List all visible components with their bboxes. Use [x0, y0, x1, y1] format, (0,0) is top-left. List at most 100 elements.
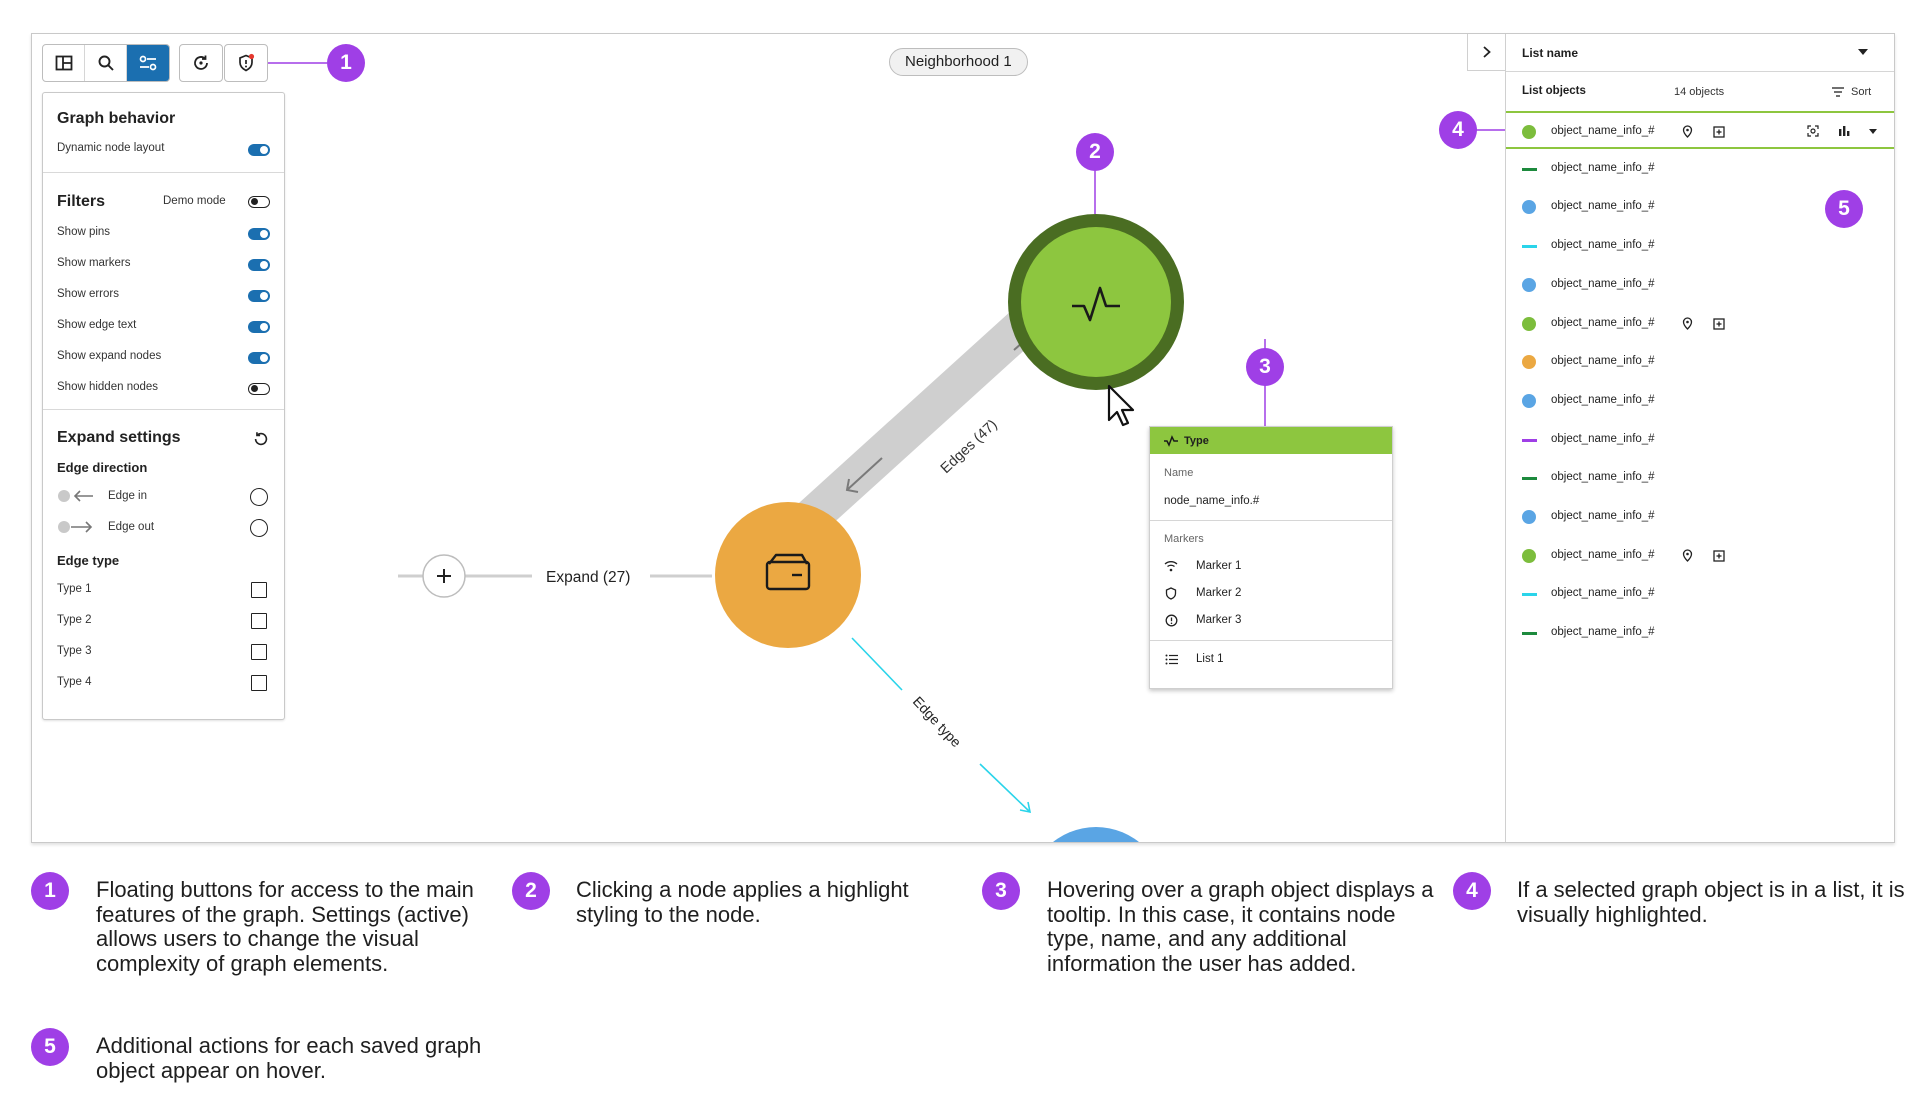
- shield-icon: [1165, 587, 1177, 600]
- chevron-right-icon: [1482, 46, 1491, 58]
- list-item-label: object_name_info_#: [1551, 200, 1655, 213]
- list-item[interactable]: object_name_info_#: [1506, 382, 1894, 420]
- expand-label[interactable]: Expand (27): [546, 569, 630, 586]
- activity-icon: [1072, 286, 1120, 322]
- callout-5: 5: [1825, 190, 1863, 228]
- filter-show-hidden-nodes-label: Show hidden nodes: [57, 381, 159, 393]
- demo-mode-toggle[interactable]: [248, 196, 270, 208]
- settings-panel: Graph behavior Dynamic node layout Filte…: [42, 92, 285, 720]
- list-item-label: object_name_info_#: [1551, 471, 1655, 484]
- divider: [1150, 640, 1392, 641]
- edge-in-radio[interactable]: [250, 488, 268, 506]
- list-item[interactable]: object_name_info_#: [1506, 343, 1894, 381]
- pin-icon[interactable]: [1682, 125, 1693, 138]
- refresh-button[interactable]: [180, 45, 222, 81]
- list-item[interactable]: object_name_info_#: [1506, 227, 1894, 265]
- add-to-graph-icon[interactable]: [1713, 317, 1725, 330]
- filter-show-errors-toggle[interactable]: [248, 290, 270, 302]
- note-5-badge: 5: [31, 1028, 69, 1066]
- alert-circle-icon: [1165, 614, 1178, 627]
- neighborhood-label[interactable]: Neighborhood 1: [889, 48, 1028, 76]
- refresh-icon: [194, 55, 208, 70]
- add-to-graph-icon[interactable]: [1713, 126, 1725, 138]
- list-item-label: object_name_info_#: [1551, 393, 1655, 406]
- list-item[interactable]: object_name_info_#: [1506, 575, 1894, 613]
- add-to-graph-icon[interactable]: [1713, 550, 1725, 562]
- list-item[interactable]: object_name_info_#: [1506, 111, 1894, 149]
- sort-icon[interactable]: [1832, 87, 1844, 97]
- cyan-edge-line: [851, 637, 903, 691]
- edge-type-1-checkbox[interactable]: [251, 582, 267, 598]
- node-dot-icon: [1522, 277, 1536, 292]
- tooltip-name-label: Name: [1164, 467, 1194, 479]
- layout-button[interactable]: [43, 45, 85, 81]
- note-3-text: Hovering over a graph object displays a …: [1047, 877, 1434, 976]
- settings-button[interactable]: [127, 45, 169, 81]
- list-item-label: object_name_info_#: [1551, 510, 1655, 522]
- edge-type-title: Edge type: [57, 553, 120, 568]
- graph-behavior-title: Graph behavior: [57, 110, 176, 127]
- list-item-label: object_name_info_#: [1551, 548, 1655, 561]
- dynamic-layout-toggle[interactable]: [248, 144, 270, 156]
- callout-4: 4: [1439, 111, 1477, 149]
- list-item[interactable]: object_name_info_#: [1506, 305, 1894, 343]
- list-item-label: object_name_info_#: [1551, 161, 1655, 174]
- focus-icon[interactable]: [1807, 125, 1819, 137]
- list-item-label: object_name_info_#: [1551, 626, 1655, 639]
- collapse-panel-button[interactable]: [1467, 34, 1506, 71]
- list-item-label: object_name_info_#: [1551, 587, 1655, 600]
- pin-icon[interactable]: [1682, 316, 1693, 330]
- node-dot-icon: [1522, 125, 1536, 139]
- dynamic-layout-label: Dynamic node layout: [57, 142, 165, 154]
- wifi-icon: [1164, 561, 1178, 572]
- orange-node[interactable]: [715, 502, 861, 648]
- edges-label: Edges (47): [938, 417, 1001, 477]
- edge-type-4-checkbox[interactable]: [251, 675, 267, 691]
- stats-icon[interactable]: [1838, 125, 1850, 137]
- edge-line-icon: [1522, 632, 1537, 636]
- list-item[interactable]: object_name_info_#: [1506, 266, 1894, 304]
- pin-icon[interactable]: [1682, 549, 1693, 562]
- filter-show-expand-nodes-toggle[interactable]: [248, 352, 270, 364]
- node-dot-icon: [1522, 393, 1536, 408]
- list-item[interactable]: object_name_info_#: [1506, 498, 1894, 536]
- node-dot-icon: [1522, 548, 1536, 563]
- reset-icon[interactable]: [252, 430, 270, 448]
- list-item[interactable]: object_name_info_#: [1506, 459, 1894, 497]
- edge-type-2-checkbox[interactable]: [251, 613, 267, 629]
- filter-show-markers-toggle[interactable]: [248, 259, 270, 271]
- alerts-button[interactable]: [225, 45, 267, 81]
- edges-band[interactable]: [769, 289, 1060, 559]
- filter-show-pins-toggle[interactable]: [248, 228, 270, 240]
- list-item[interactable]: object_name_info_#: [1506, 537, 1894, 575]
- more-chevron-icon[interactable]: [1869, 129, 1877, 134]
- graph-canvas[interactable]: Expand (27) Edges (47) Edge type 1 Neigh…: [31, 33, 1895, 843]
- edge-type-3-checkbox[interactable]: [251, 644, 267, 660]
- edge-line-icon: [1522, 245, 1537, 249]
- list-item[interactable]: object_name_info_#: [1506, 421, 1894, 459]
- edge-out-radio[interactable]: [250, 519, 268, 537]
- node-dot-icon: [1522, 316, 1536, 331]
- expand-settings-title: Expand settings: [57, 429, 181, 446]
- edge-type-3-label: Type 3: [57, 645, 92, 657]
- edge-line-icon: [1522, 438, 1537, 442]
- chevron-down-icon[interactable]: [1858, 49, 1868, 55]
- note-1-badge: 1: [31, 872, 69, 910]
- list-item-label: object_name_info_#: [1551, 432, 1655, 445]
- list-item[interactable]: object_name_info_#: [1506, 614, 1894, 652]
- filter-show-hidden-nodes-toggle[interactable]: [248, 383, 270, 395]
- list-item[interactable]: object_name_info_#: [1506, 188, 1894, 226]
- list-name-label[interactable]: List name: [1522, 46, 1579, 60]
- sort-button[interactable]: Sort: [1851, 86, 1872, 98]
- list-panel: List name List objects 14 objects Sort o…: [1505, 34, 1894, 842]
- cursor-icon: [1107, 384, 1135, 427]
- tooltip-type: Type: [1184, 434, 1209, 447]
- filter-show-errors-label: Show errors: [57, 288, 119, 300]
- blue-node[interactable]: [1027, 827, 1165, 843]
- edge-line-icon: [1522, 167, 1537, 171]
- list-item[interactable]: object_name_info_#: [1506, 150, 1894, 188]
- node-dot-icon: [1522, 200, 1536, 215]
- note-1-text: Floating buttons for access to the main …: [96, 877, 474, 976]
- search-button[interactable]: [85, 45, 127, 81]
- filter-show-edge-text-toggle[interactable]: [248, 321, 270, 333]
